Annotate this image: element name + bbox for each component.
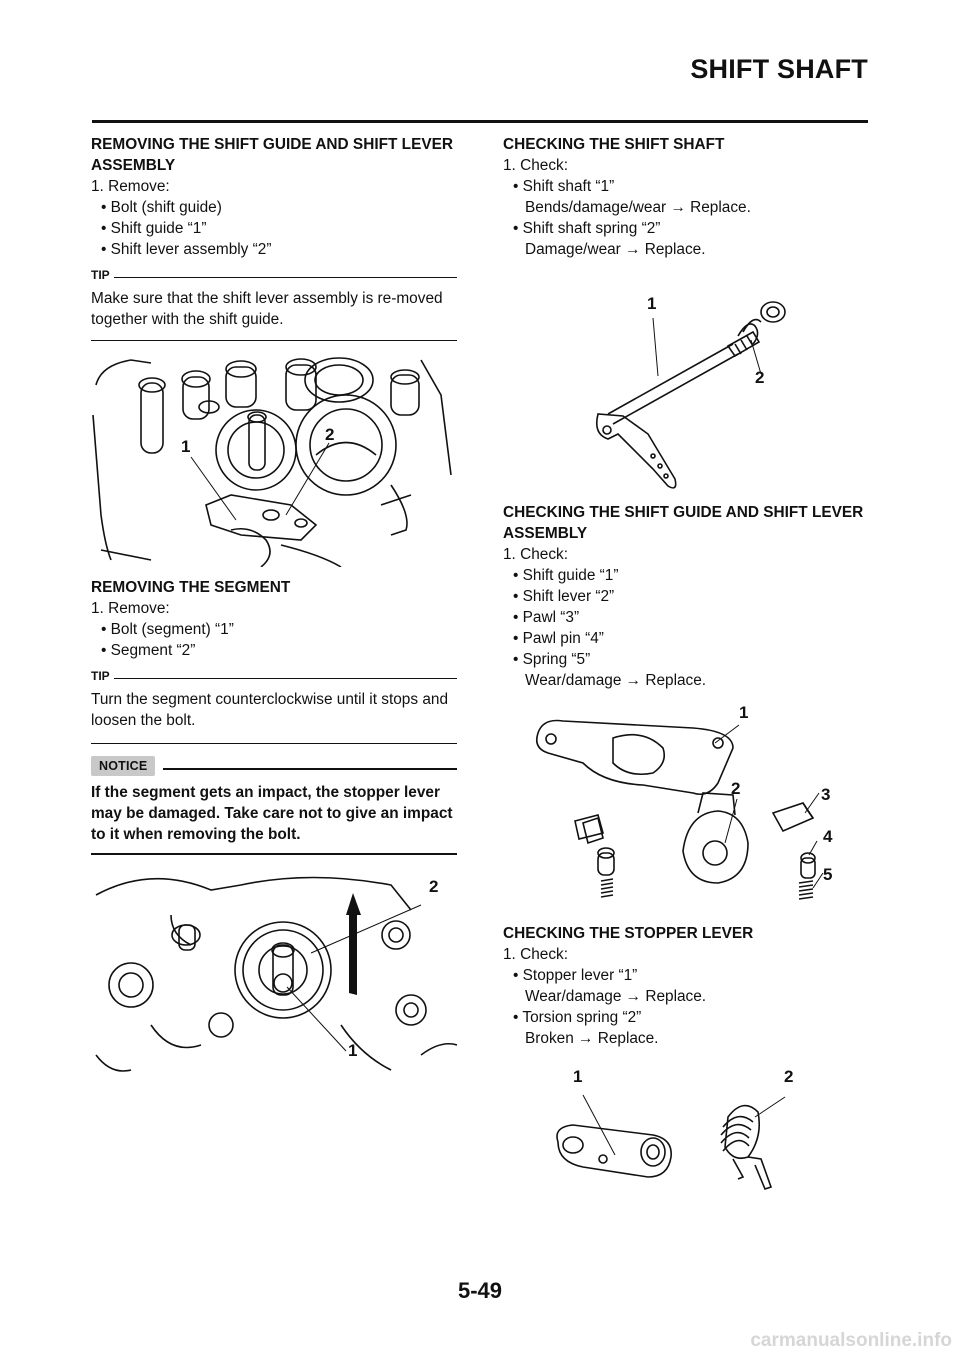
- shift-shaft-illustration: [595, 301, 786, 489]
- criteria-text: Damage/wear → Replace.: [525, 241, 706, 258]
- bullet-item: • Pawl “3”: [513, 609, 580, 626]
- notice-text: If the segment gets an impact, the stopp…: [91, 784, 453, 843]
- section-heading-check-shift-shaft: CHECKING THE SHIFT SHAFT: [503, 136, 725, 153]
- bullet-item: • Stopper lever “1”: [513, 967, 638, 984]
- watermark: carmanualsonline.info: [750, 1330, 952, 1351]
- bullet-item: • Shift lever assembly “2”: [101, 241, 272, 258]
- bullet-item: • Shift lever “2”: [513, 588, 615, 605]
- bullet-item: • Shift shaft “1”: [513, 178, 615, 195]
- segment-illustration: [95, 876, 457, 1072]
- callout-1: 1: [647, 294, 657, 313]
- callout-1: 1: [573, 1067, 583, 1086]
- criteria-text: Broken → Replace.: [525, 1030, 659, 1047]
- tip-header: TIP: [91, 268, 457, 282]
- section-heading-check-stopper-lever: CHECKING THE STOPPER LEVER: [503, 925, 754, 942]
- criteria-text: Bends/damage/wear → Replace.: [525, 199, 751, 216]
- callout-2: 2: [429, 877, 439, 896]
- tip-end-rule: [91, 743, 457, 744]
- callout-2: 2: [755, 368, 765, 387]
- callout-3: 3: [821, 785, 831, 804]
- section-heading-remove-shift-guide: REMOVING THE SHIFT GUIDE AND SHIFT LEVER…: [91, 136, 453, 174]
- bullet-item: • Torsion spring “2”: [513, 1009, 642, 1026]
- callout-2: 2: [731, 779, 741, 798]
- figure-segment-removal: 2 1: [91, 875, 457, 1075]
- notice-end-rule: [91, 853, 457, 855]
- tip-header: TIP: [91, 669, 457, 683]
- bullet-item: • Pawl pin “4”: [513, 630, 604, 647]
- right-column: CHECKING THE SHIFT SHAFT 1. Check: • Shi…: [503, 134, 869, 1227]
- stopper-lever-illustration: [556, 1094, 786, 1190]
- shift-guide-illustration: [92, 357, 452, 567]
- step-check: 1. Check:: [503, 546, 569, 563]
- tip-text: Turn the segment counterclockwise until …: [91, 691, 449, 729]
- tip-label: TIP: [91, 268, 110, 282]
- callout-1: 1: [348, 1041, 358, 1060]
- step-check: 1. Check:: [503, 946, 569, 963]
- bullet-item: • Bolt (segment) “1”: [101, 621, 234, 638]
- bullet-item: • Shift guide “1”: [101, 220, 207, 237]
- callout-2: 2: [325, 425, 335, 444]
- section-heading-check-shift-guide: CHECKING THE SHIFT GUIDE AND SHIFT LEVER…: [503, 504, 864, 542]
- step-remove: 1. Remove:: [91, 178, 170, 195]
- bullet-item: • Shift shaft spring “2”: [513, 220, 661, 237]
- notice-badge: NOTICE: [91, 756, 156, 776]
- figure-shift-guide-removal: 1 2: [91, 355, 457, 567]
- step-check: 1. Check:: [503, 157, 569, 174]
- left-column: REMOVING THE SHIFT GUIDE AND SHIFT LEVER…: [91, 134, 457, 1075]
- shift-guide-parts-illustration: [535, 719, 824, 900]
- callout-5: 5: [823, 865, 833, 884]
- figure-stopper-lever: 1 2: [503, 1067, 869, 1227]
- section-heading-remove-segment: REMOVING THE SEGMENT: [91, 579, 291, 596]
- callout-1: 1: [739, 703, 749, 722]
- page-number: 5-49: [457, 1278, 503, 1303]
- tip-label: TIP: [91, 669, 110, 683]
- bullet-item: • Segment “2”: [101, 642, 196, 659]
- callout-2: 2: [784, 1067, 794, 1086]
- tip-end-rule: [91, 340, 457, 341]
- notice-header: NOTICE: [91, 756, 457, 776]
- figure-shift-guide-parts: 1 2 3 4 5: [503, 703, 869, 913]
- bullet-item: • Spring “5”: [513, 651, 591, 668]
- header-rule: [92, 120, 868, 123]
- step-remove: 1. Remove:: [91, 600, 170, 617]
- tip-text: Make sure that the shift lever assembly …: [91, 290, 443, 328]
- bullet-item: • Shift guide “1”: [513, 567, 619, 584]
- callout-4: 4: [823, 827, 833, 846]
- bullet-item: • Bolt (shift guide): [101, 199, 222, 216]
- page-title: SHIFT SHAFT: [690, 54, 868, 84]
- callout-1: 1: [181, 437, 191, 456]
- criteria-text: Wear/damage → Replace.: [525, 988, 707, 1005]
- figure-shift-shaft: 1 2: [503, 274, 869, 496]
- criteria-text: Wear/damage → Replace.: [525, 672, 707, 689]
